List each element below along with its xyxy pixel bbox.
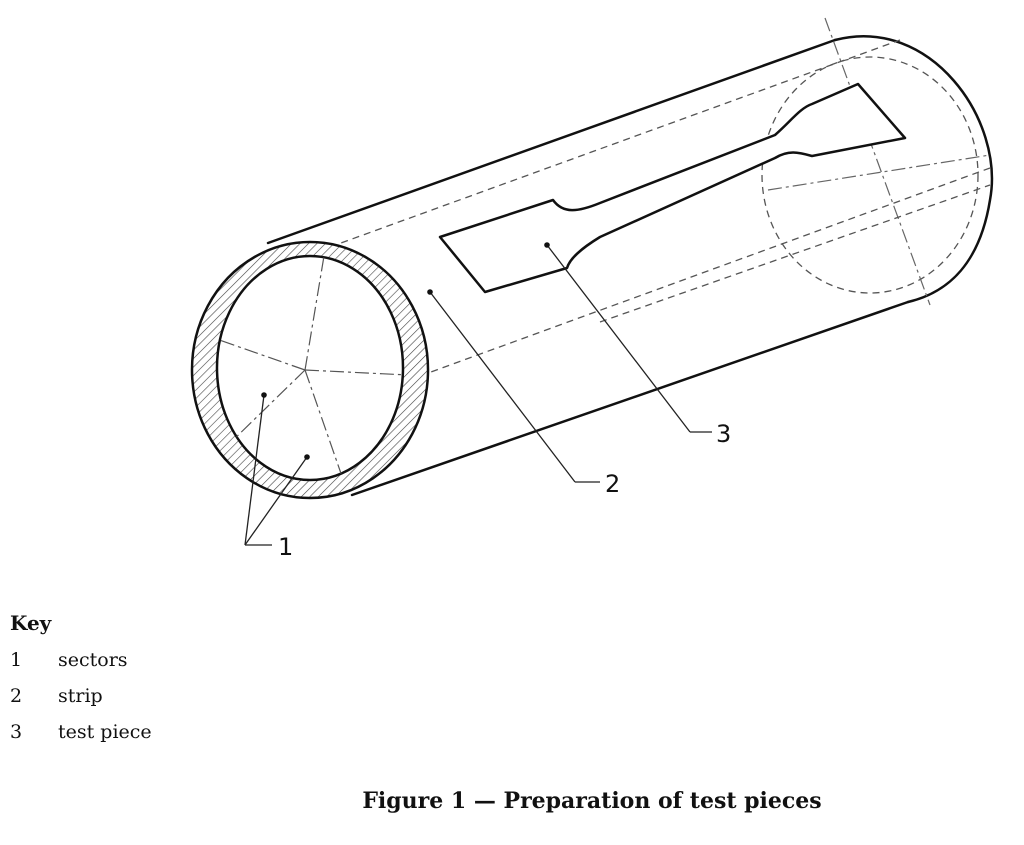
key-item-number: 3	[10, 721, 23, 743]
key-item-number: 1	[10, 649, 23, 671]
key-item-label: sectors	[58, 649, 128, 671]
far-end-centerlines	[767, 17, 991, 306]
sector-lines	[217, 256, 403, 480]
test-piece-outline	[438, 82, 907, 294]
key-item: 1 sectors	[10, 642, 152, 678]
far-end-hidden-outline	[761, 56, 979, 294]
key-item-label: strip	[58, 685, 103, 707]
key-title: Key	[10, 611, 52, 635]
key-item: 3 test piece	[10, 714, 152, 750]
key-item: 2 strip	[10, 678, 152, 714]
figure-caption: Figure 1 — Preparation of test pieces	[362, 788, 822, 814]
leader-lines	[244, 244, 712, 546]
callout-1: 1	[278, 533, 293, 561]
leader-dots	[261, 242, 550, 460]
key-item-label: test piece	[58, 721, 152, 743]
pipe-diagram: 1 2 3	[190, 17, 994, 561]
pipe-wall-section	[190, 240, 430, 500]
key-legend: Key 1 sectors 2 strip 3 test piece	[10, 610, 152, 750]
key-item-number: 2	[10, 685, 23, 707]
callout-3: 3	[716, 420, 731, 448]
strip-hidden-lines	[329, 39, 991, 377]
callout-2: 2	[605, 470, 620, 498]
pipe-body	[266, 35, 994, 497]
